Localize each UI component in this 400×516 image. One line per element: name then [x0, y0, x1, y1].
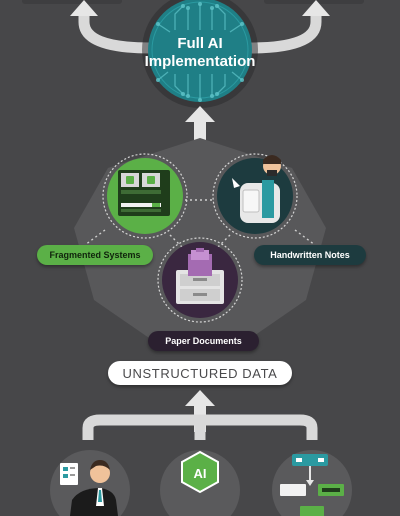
- server-rack-icon: [118, 170, 170, 216]
- arrow-head-up-right: [302, 0, 330, 16]
- fragmented-systems-ring: [102, 153, 188, 239]
- data-flow-icon: [280, 454, 344, 516]
- arrow-head-up-left: [70, 0, 98, 16]
- hub-title-line2: Implementation: [144, 53, 256, 70]
- circuit-nodes: [156, 2, 244, 102]
- top-right-box: [264, 0, 364, 4]
- doctor-with-clipboard-icon: [232, 155, 281, 223]
- circuit-traces-icon: [157, 4, 243, 100]
- ai-badge-label: AI: [194, 466, 207, 481]
- bottom-branch-lines: [82, 414, 318, 440]
- fragmented-systems-label: Fragmented Systems: [37, 245, 153, 265]
- top-branch-arrows: [78, 12, 322, 54]
- filing-cabinet-icon: [176, 248, 224, 304]
- top-left-box: [22, 0, 122, 4]
- ai-hexagon-icon: [181, 450, 219, 494]
- unstructured-data-label: UNSTRUCTURED DATA: [108, 361, 292, 385]
- paper-documents-ring: [157, 237, 243, 323]
- hub-title-line1: Full AI: [177, 35, 223, 52]
- handwritten-notes-ring: [212, 153, 298, 239]
- business-person-icon: [60, 460, 118, 516]
- data-flow-circle: [272, 450, 352, 516]
- hub-circle: [148, 0, 252, 102]
- paper-documents-label: Paper Documents: [148, 331, 259, 351]
- hub-title: Full AI Implementation: [130, 35, 270, 71]
- arrow-head-to-hub: [185, 106, 215, 122]
- handwritten-notes-label: Handwritten Notes: [254, 245, 366, 265]
- arrow-head-to-unstructured: [185, 390, 215, 406]
- dotted-connectors: [84, 199, 316, 251]
